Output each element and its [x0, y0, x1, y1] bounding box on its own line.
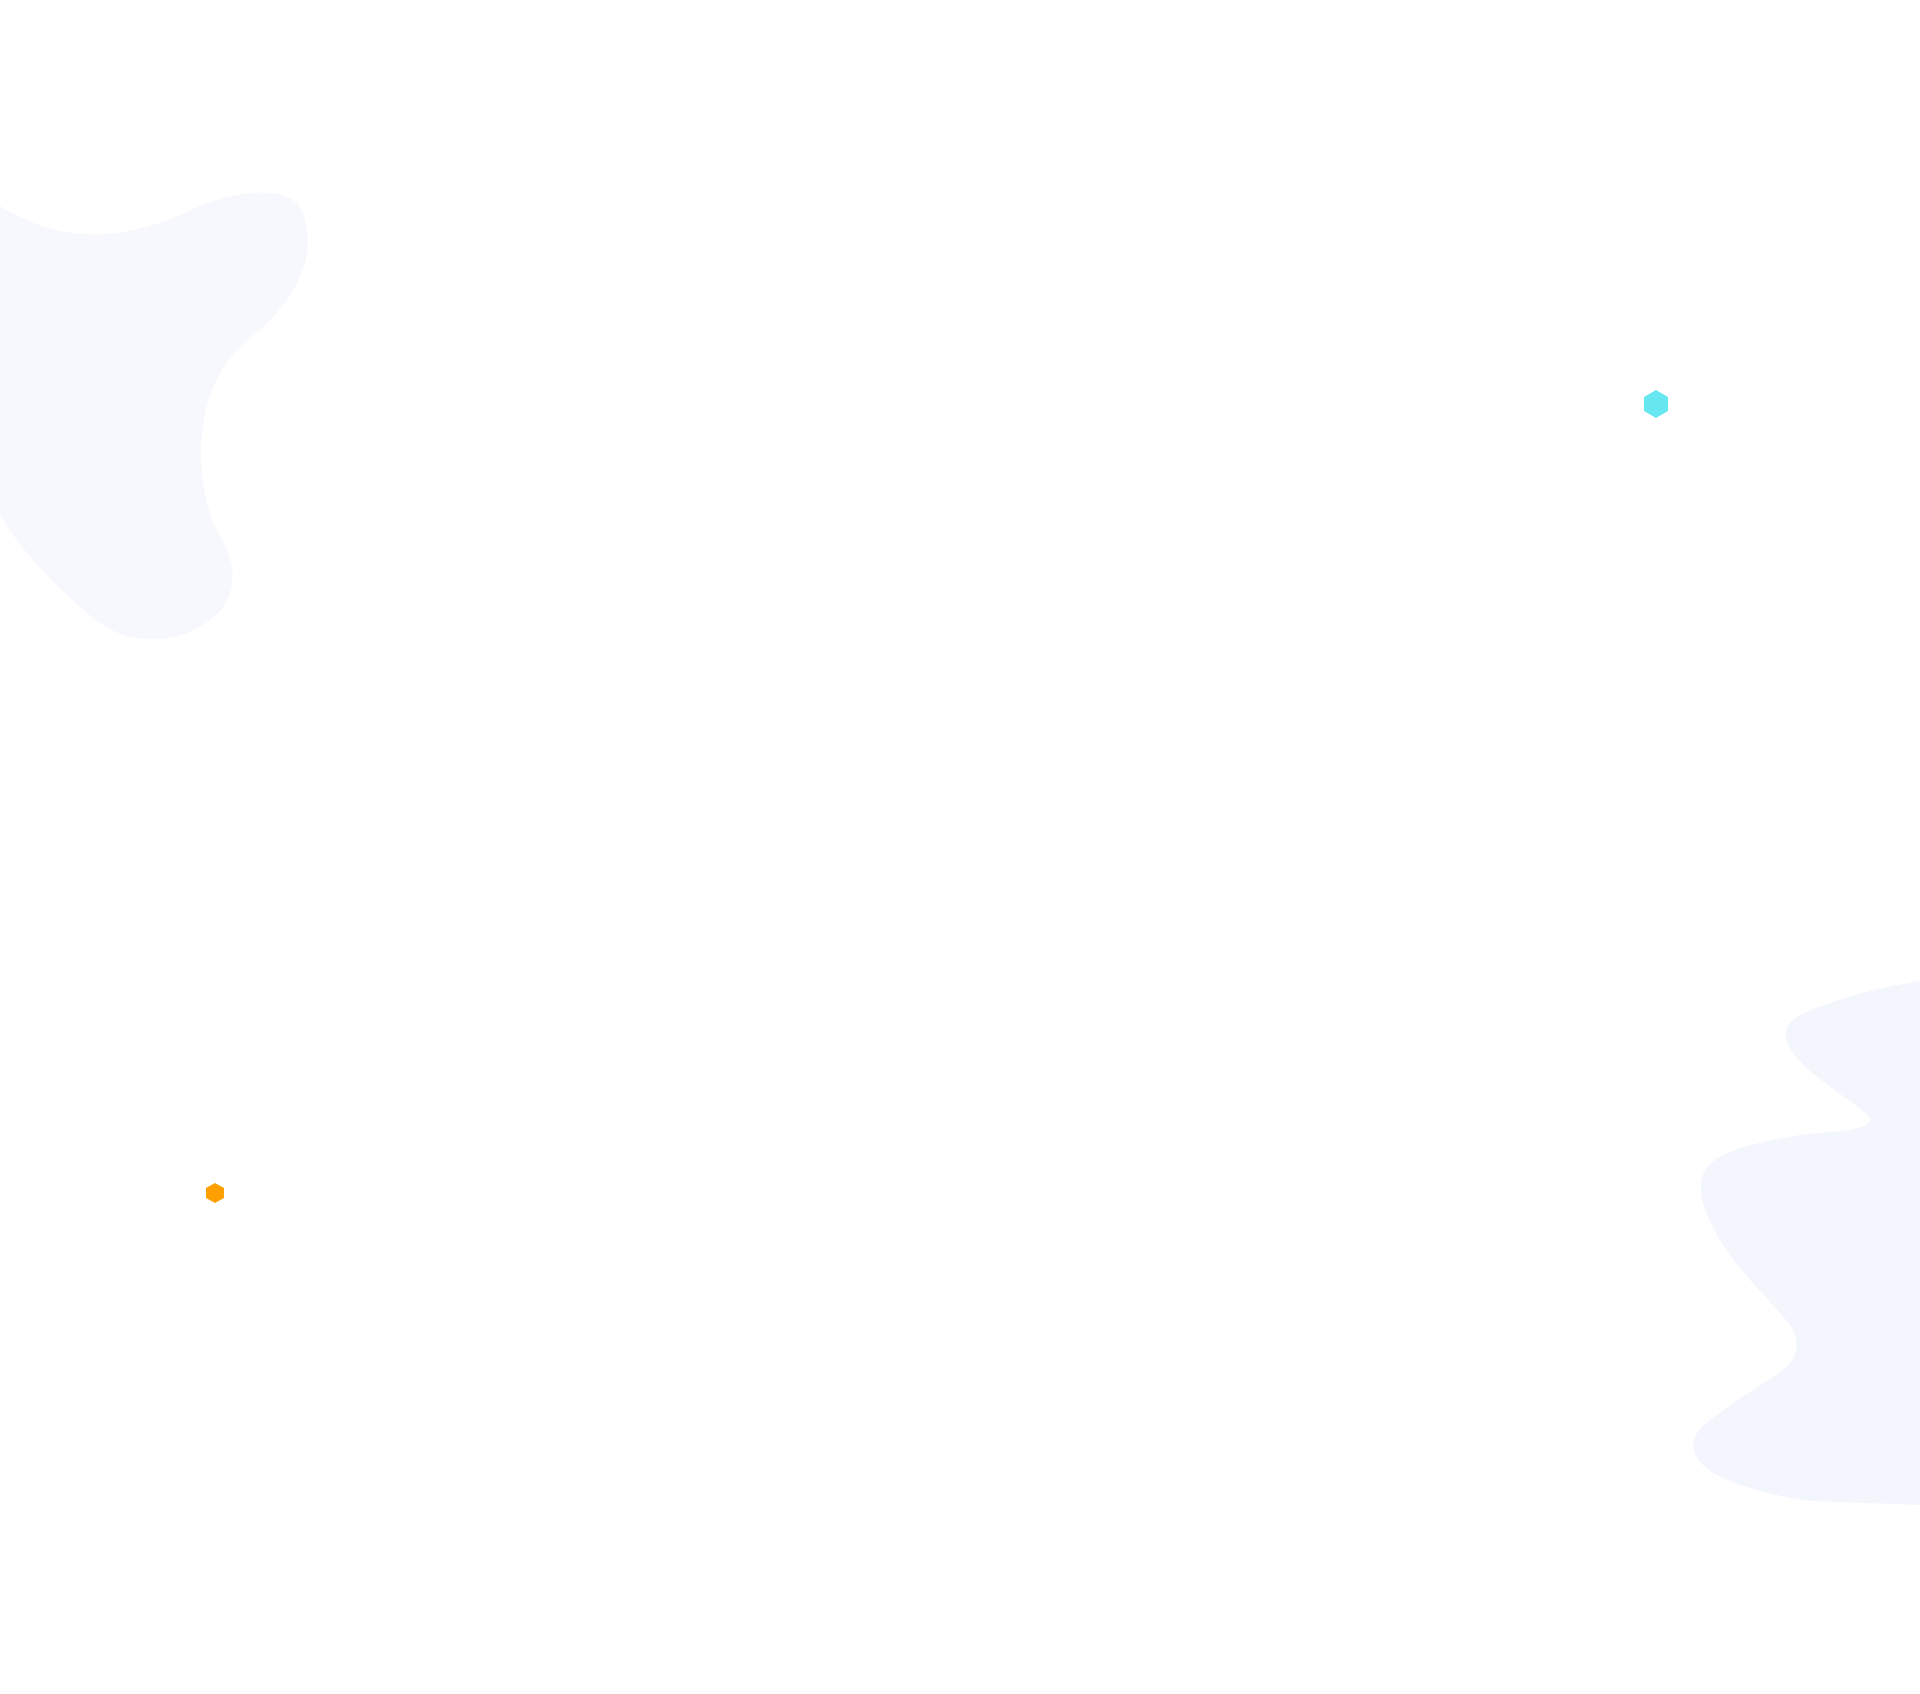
- background-blob-bottom-right: [1693, 981, 1920, 1505]
- blob-bottom-right-shape: [1693, 981, 1920, 1505]
- background-blob-top-left: [0, 192, 308, 640]
- blob-top-left-shape: [0, 192, 308, 640]
- hexagon-icon: [1644, 390, 1668, 418]
- hexagon-icon: [206, 1183, 224, 1203]
